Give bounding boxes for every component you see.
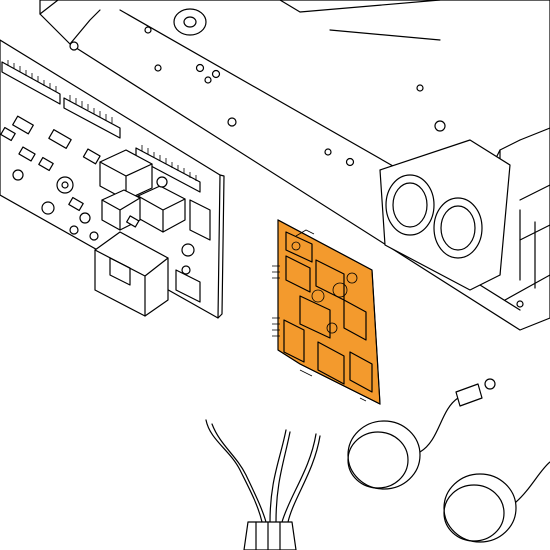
indicator-light-lower[interactable] [443, 461, 550, 543]
indicator-light-upper[interactable] [347, 378, 496, 490]
board-connectors [1, 60, 211, 303]
wire-harness-connector[interactable] [205, 419, 321, 550]
main-control-board[interactable] [0, 39, 225, 319]
harness-plug [243, 521, 297, 550]
panel-screw-posts [69, 26, 524, 308]
board-components [0, 115, 195, 275]
relay-control-board[interactable] [272, 219, 381, 405]
housing-panel[interactable] [39, 0, 550, 331]
relay-board-components [272, 229, 373, 402]
transformer [94, 231, 169, 317]
